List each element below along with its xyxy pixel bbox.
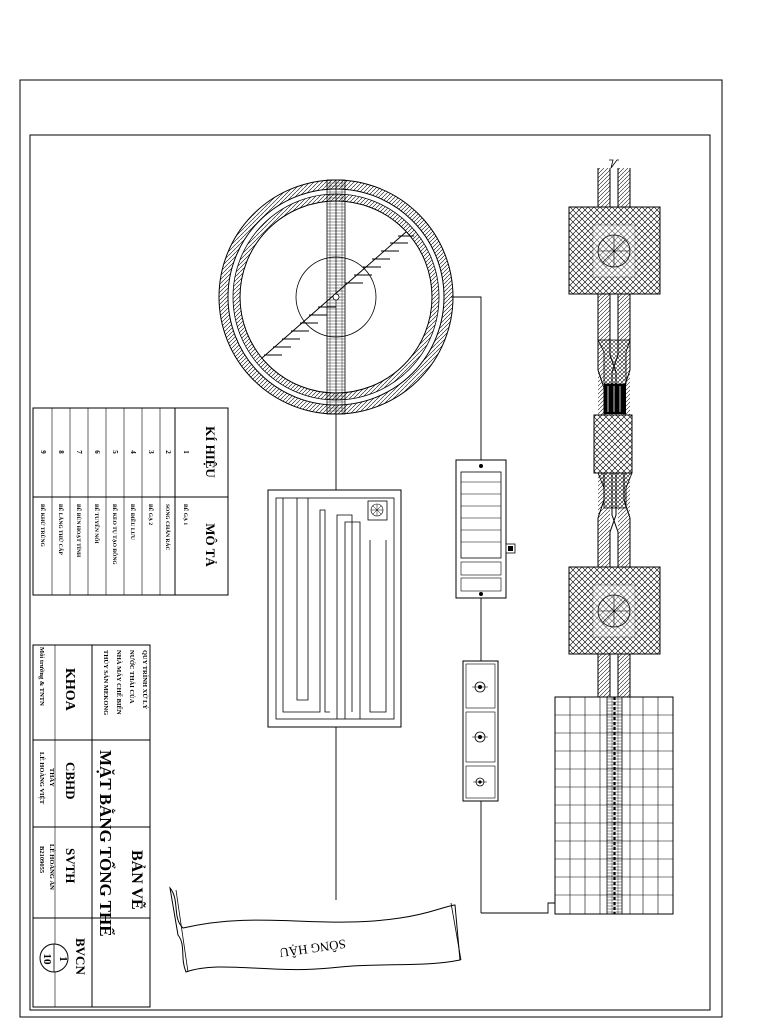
legend-description: BỂ KEO TỤ TẠO BÔNG [111, 504, 119, 565]
legend-symbol: 2 [164, 450, 172, 454]
three-chamber-settling-tank [462, 660, 499, 802]
legend-symbol: 3 [147, 450, 155, 454]
legend-description: BỂ GẠ 2 [147, 504, 155, 525]
flotation-tank [455, 459, 516, 599]
legend-symbol: 1 [182, 450, 190, 454]
project-name-line: THỦY SẢN MEKONG [102, 650, 110, 715]
legend-symbol: 8 [57, 450, 65, 454]
legend-description: BỂ ĐIỀU LƯU [129, 504, 137, 540]
middle-grit-chamber [593, 414, 633, 509]
project-name-line: NHÀ MÁY CHẾ BIẾN [115, 650, 123, 715]
drawing-code: BVCN [73, 938, 88, 975]
project-name-line: QUY TRÌNH XỬ LÝ [141, 650, 149, 709]
sheet-number: 1 [57, 956, 69, 962]
student-label: SVTH [63, 848, 78, 883]
sheet-total: 10 [41, 954, 53, 966]
connection-pipes [335, 296, 562, 914]
faculty-label: KHOA [62, 668, 77, 712]
legend-symbol: 7 [75, 450, 83, 454]
legend-description: SONG CHẮN RÁC [164, 504, 172, 550]
legend-symbol: 4 [129, 450, 137, 454]
legend-description: BỂ GẠ 1 [182, 504, 190, 525]
drawing-title-line-2: MẶT BẰNG TỔNG THỂ [96, 750, 116, 937]
legend-description: BỂ TUYỂN NỔI [93, 504, 101, 544]
instructor-name: LÊ HOÀNG VIỆT [38, 752, 46, 805]
upper-grit-tank [568, 206, 661, 295]
sheet-number-badge: 1 10 [39, 943, 69, 973]
outer-frame [19, 79, 723, 1018]
legend-description: BỂ KHỬ TRÙNG [39, 504, 47, 548]
scraper-arm-blades [264, 235, 414, 356]
faculty-value: Môi trường & TNTN [38, 647, 45, 706]
student-name: LÊ HOÀNG ÂN [48, 844, 56, 890]
inner-frame [29, 134, 711, 1011]
legend-table: KÍ HIỆU MÔ TẢ 1 2 3 4 5 6 7 8 9 BỂ GẠ 1 … [32, 407, 229, 596]
circular-clarifier-tank [218, 179, 454, 415]
project-name-line: NƯỚC THẢI CỦA [128, 650, 136, 704]
title-block: QUY TRÌNH XỬ LÝ NƯỚC THẢI CỦA NHÀ MÁY CH… [32, 644, 151, 1008]
river-banner: SÔNG HẬU [169, 886, 462, 973]
legend-symbol: 9 [39, 450, 47, 454]
lower-grit-tank [568, 566, 661, 655]
legend-header-description: MÔ TẢ [203, 523, 218, 567]
sludge-drying-bed [554, 696, 674, 915]
bar-screen [597, 339, 631, 414]
instructor-title: THẦY [48, 768, 56, 787]
legend-description: BỂ BÙN HOẠT TÍNH [75, 504, 83, 558]
student-id: B2109055 [38, 846, 45, 874]
legend-symbol: 6 [93, 450, 101, 454]
legend-symbol: 5 [111, 450, 119, 454]
drawing-title-line-1: BẢN VẼ [128, 850, 147, 910]
instructor-label: CBHD [63, 762, 78, 800]
legend-header-symbol: KÍ HIỆU [203, 426, 218, 478]
legend-description: BỂ LẮNG THỨ CẤP [57, 504, 65, 556]
serpentine-flocculation-tank [267, 489, 402, 728]
